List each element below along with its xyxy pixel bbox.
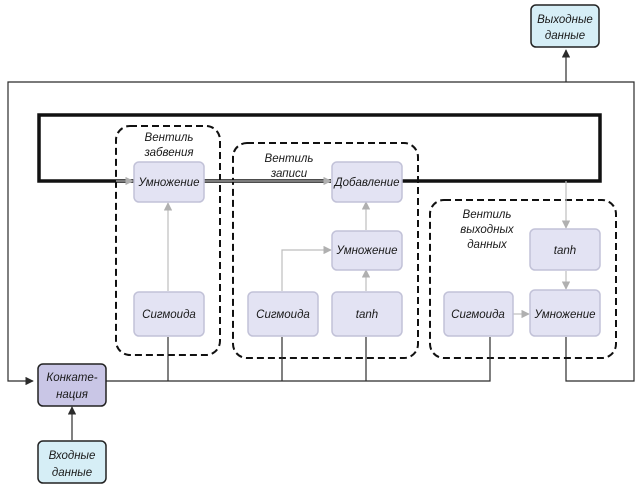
input-label-2: данные: [52, 467, 92, 479]
write-gate-title: Вентиль записи: [265, 153, 314, 180]
write-gate-title-2: записи: [270, 168, 308, 180]
output-sigmoid-node: Сигмоида: [443, 291, 514, 337]
hidden-state-loop: [7, 81, 566, 386]
input-node: Входные данные: [37, 440, 107, 484]
output-gate-title-2: выходных: [460, 224, 515, 236]
output-multiply-label: Умножение: [533, 309, 595, 321]
forget-sigmoid-node: Сигмоида: [133, 291, 205, 337]
concat-bus: [106, 337, 491, 382]
write-add-label: Добавление: [333, 177, 400, 189]
output-tanh-label: tanh: [554, 245, 576, 257]
output-node: Выходные данные: [530, 4, 600, 48]
forget-sigmoid-label: Сигмоида: [142, 309, 196, 321]
concat-label-1: Конкате-: [46, 372, 97, 384]
hidden-state-loop-right: [565, 81, 635, 382]
forget-multiply-label: Умножение: [137, 177, 199, 189]
output-gate-title: Вентиль выходных данных: [460, 209, 515, 251]
output-gate-title-1: Вентиль: [463, 209, 512, 221]
output-gate-title-3: данных: [467, 239, 508, 251]
concat-label-2: нация: [56, 389, 88, 401]
forget-gate-title-1: Вентиль: [145, 132, 194, 144]
write-tanh-label: tanh: [356, 309, 378, 321]
output-label-2: данные: [545, 30, 585, 42]
output-label-1: Выходные: [537, 14, 593, 26]
write-multiply-node: Умножение: [331, 230, 403, 271]
write-gate-title-1: Вентиль: [265, 153, 314, 165]
concat-node: Конкате- нация: [37, 363, 107, 407]
write-add-node: Добавление: [331, 161, 403, 203]
write-multiply-label: Умножение: [335, 245, 397, 257]
output-multiply-node: Умножение: [529, 289, 601, 337]
forget-multiply-node: Умножение: [133, 161, 205, 203]
forget-gate-title-2: забвения: [143, 147, 193, 159]
write-sigmoid-label: Сигмоида: [256, 309, 310, 321]
write-sigmoid-to-mult: [281, 245, 332, 291]
write-gate-frame: [232, 142, 419, 359]
write-tanh-node: tanh: [331, 291, 403, 337]
input-label-1: Входные: [49, 450, 96, 462]
output-tanh-node: tanh: [529, 228, 601, 271]
output-sigmoid-label: Сигмоида: [451, 309, 505, 321]
forget-gate-title: Вентиль забвения: [143, 132, 193, 159]
write-sigmoid-node: Сигмоида: [247, 291, 319, 337]
output-gate-frame: [429, 199, 617, 359]
